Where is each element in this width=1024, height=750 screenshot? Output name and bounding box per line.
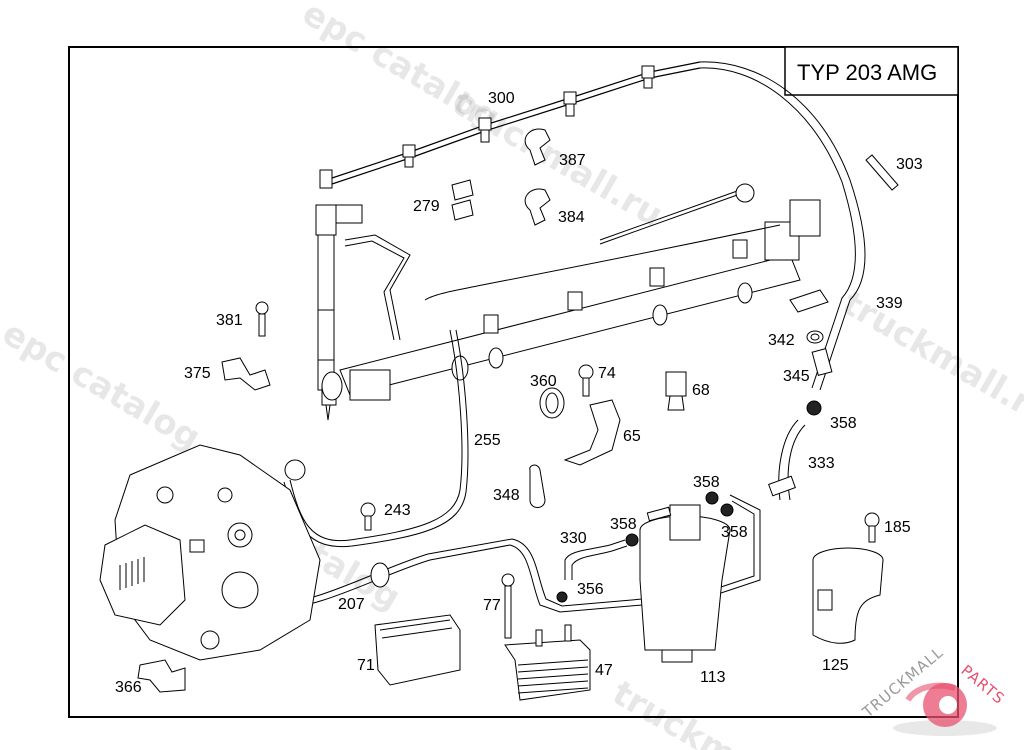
part-330-hose[interactable]: [564, 539, 628, 580]
sensor-connector: [789, 289, 829, 313]
callout-65[interactable]: 65: [623, 428, 641, 445]
callout-348[interactable]: 348: [493, 487, 520, 504]
injector-line[interactable]: [344, 234, 411, 341]
part-366-bracket[interactable]: [137, 659, 186, 693]
part-47-oil-cooler[interactable]: [504, 624, 591, 701]
part-71-gasket-housing[interactable]: [374, 614, 461, 686]
callout-68[interactable]: 68: [692, 382, 710, 399]
high-pressure-pump[interactable]: [99, 444, 321, 661]
part-185-screw[interactable]: [864, 512, 880, 543]
callout-356[interactable]: 356: [577, 581, 604, 598]
truckmall-parts-logo: TRUCKMALL PARTS: [858, 643, 1008, 736]
callout-77[interactable]: 77: [483, 597, 501, 614]
callout-47[interactable]: 47: [595, 662, 613, 679]
part-358-clamp[interactable]: [806, 400, 822, 416]
sensor-cable: [599, 189, 741, 241]
part-356-clamp[interactable]: [556, 591, 568, 603]
callout-243[interactable]: 243: [384, 502, 411, 519]
callout-384[interactable]: 384: [558, 209, 585, 226]
callout-387[interactable]: 387: [559, 152, 586, 169]
part-339-return-hose[interactable]: [699, 61, 866, 391]
callout-375[interactable]: 375: [184, 365, 211, 382]
callout-300[interactable]: 300: [488, 90, 515, 107]
part-113-fuel-filter[interactable]: [639, 504, 731, 663]
callout-74[interactable]: 74: [598, 365, 616, 382]
callout-255[interactable]: 255: [474, 432, 501, 449]
callout-330[interactable]: 330: [560, 530, 587, 547]
part-375-bracket[interactable]: [221, 357, 271, 391]
callout-342[interactable]: 342: [768, 332, 795, 349]
diagram-frame: [68, 46, 959, 718]
part-74-screw[interactable]: [578, 364, 594, 397]
callout-71[interactable]: 71: [357, 657, 375, 674]
part-387-clamp[interactable]: [524, 128, 551, 166]
callout-113[interactable]: 113: [700, 669, 726, 686]
part-68-sensor[interactable]: [665, 371, 687, 411]
callout-339[interactable]: 339: [876, 295, 903, 312]
part-345-banjo-bolt[interactable]: [811, 347, 833, 377]
part-255-line[interactable]: [289, 224, 781, 542]
callout-333[interactable]: 333: [808, 455, 835, 472]
watermark: epc catalog: [0, 313, 207, 458]
diagram-title: TYP 203 AMG: [797, 60, 937, 85]
title-box: TYP 203 AMG: [784, 46, 959, 96]
part-243-screw[interactable]: [360, 502, 376, 531]
fuel-rail[interactable]: [321, 199, 821, 401]
callout-345[interactable]: 345: [783, 368, 810, 385]
callout-303[interactable]: 303: [896, 156, 923, 173]
callout-366[interactable]: 366: [115, 679, 142, 696]
callout-381[interactable]: 381: [216, 312, 243, 329]
part-125-bracket[interactable]: [812, 547, 884, 644]
callout-358[interactable]: 358: [721, 524, 748, 541]
watermark: truckmall.ru epc catalog: [836, 283, 1024, 552]
callout-207[interactable]: 207: [338, 596, 365, 613]
part-360-clamp[interactable]: [539, 387, 565, 419]
part-358-clamps-filter[interactable]: [625, 491, 734, 547]
part-333-hose[interactable]: [768, 419, 806, 501]
callout-360[interactable]: 360: [530, 373, 557, 390]
part-65-bracket[interactable]: [563, 399, 621, 466]
callout-358[interactable]: 358: [830, 415, 857, 432]
part-300-leakoff-line[interactable]: [319, 61, 701, 189]
part-348-clamp[interactable]: [529, 464, 546, 508]
callout-358[interactable]: 358: [693, 474, 720, 491]
part-279-clip[interactable]: [451, 179, 474, 221]
callout-185[interactable]: 185: [884, 519, 911, 536]
part-381-screw[interactable]: [255, 301, 269, 337]
callout-358[interactable]: 358: [610, 516, 637, 533]
part-303-sleeve[interactable]: [865, 154, 899, 191]
part-384-clamp[interactable]: [524, 188, 551, 226]
callout-125[interactable]: 125: [822, 657, 849, 674]
callouts: 300 387 384 279 303 381 375 339 342 345 …: [115, 90, 923, 696]
part-77-bolt[interactable]: [501, 573, 515, 639]
callout-279[interactable]: 279: [413, 198, 440, 215]
part-342-seal[interactable]: [806, 330, 824, 344]
